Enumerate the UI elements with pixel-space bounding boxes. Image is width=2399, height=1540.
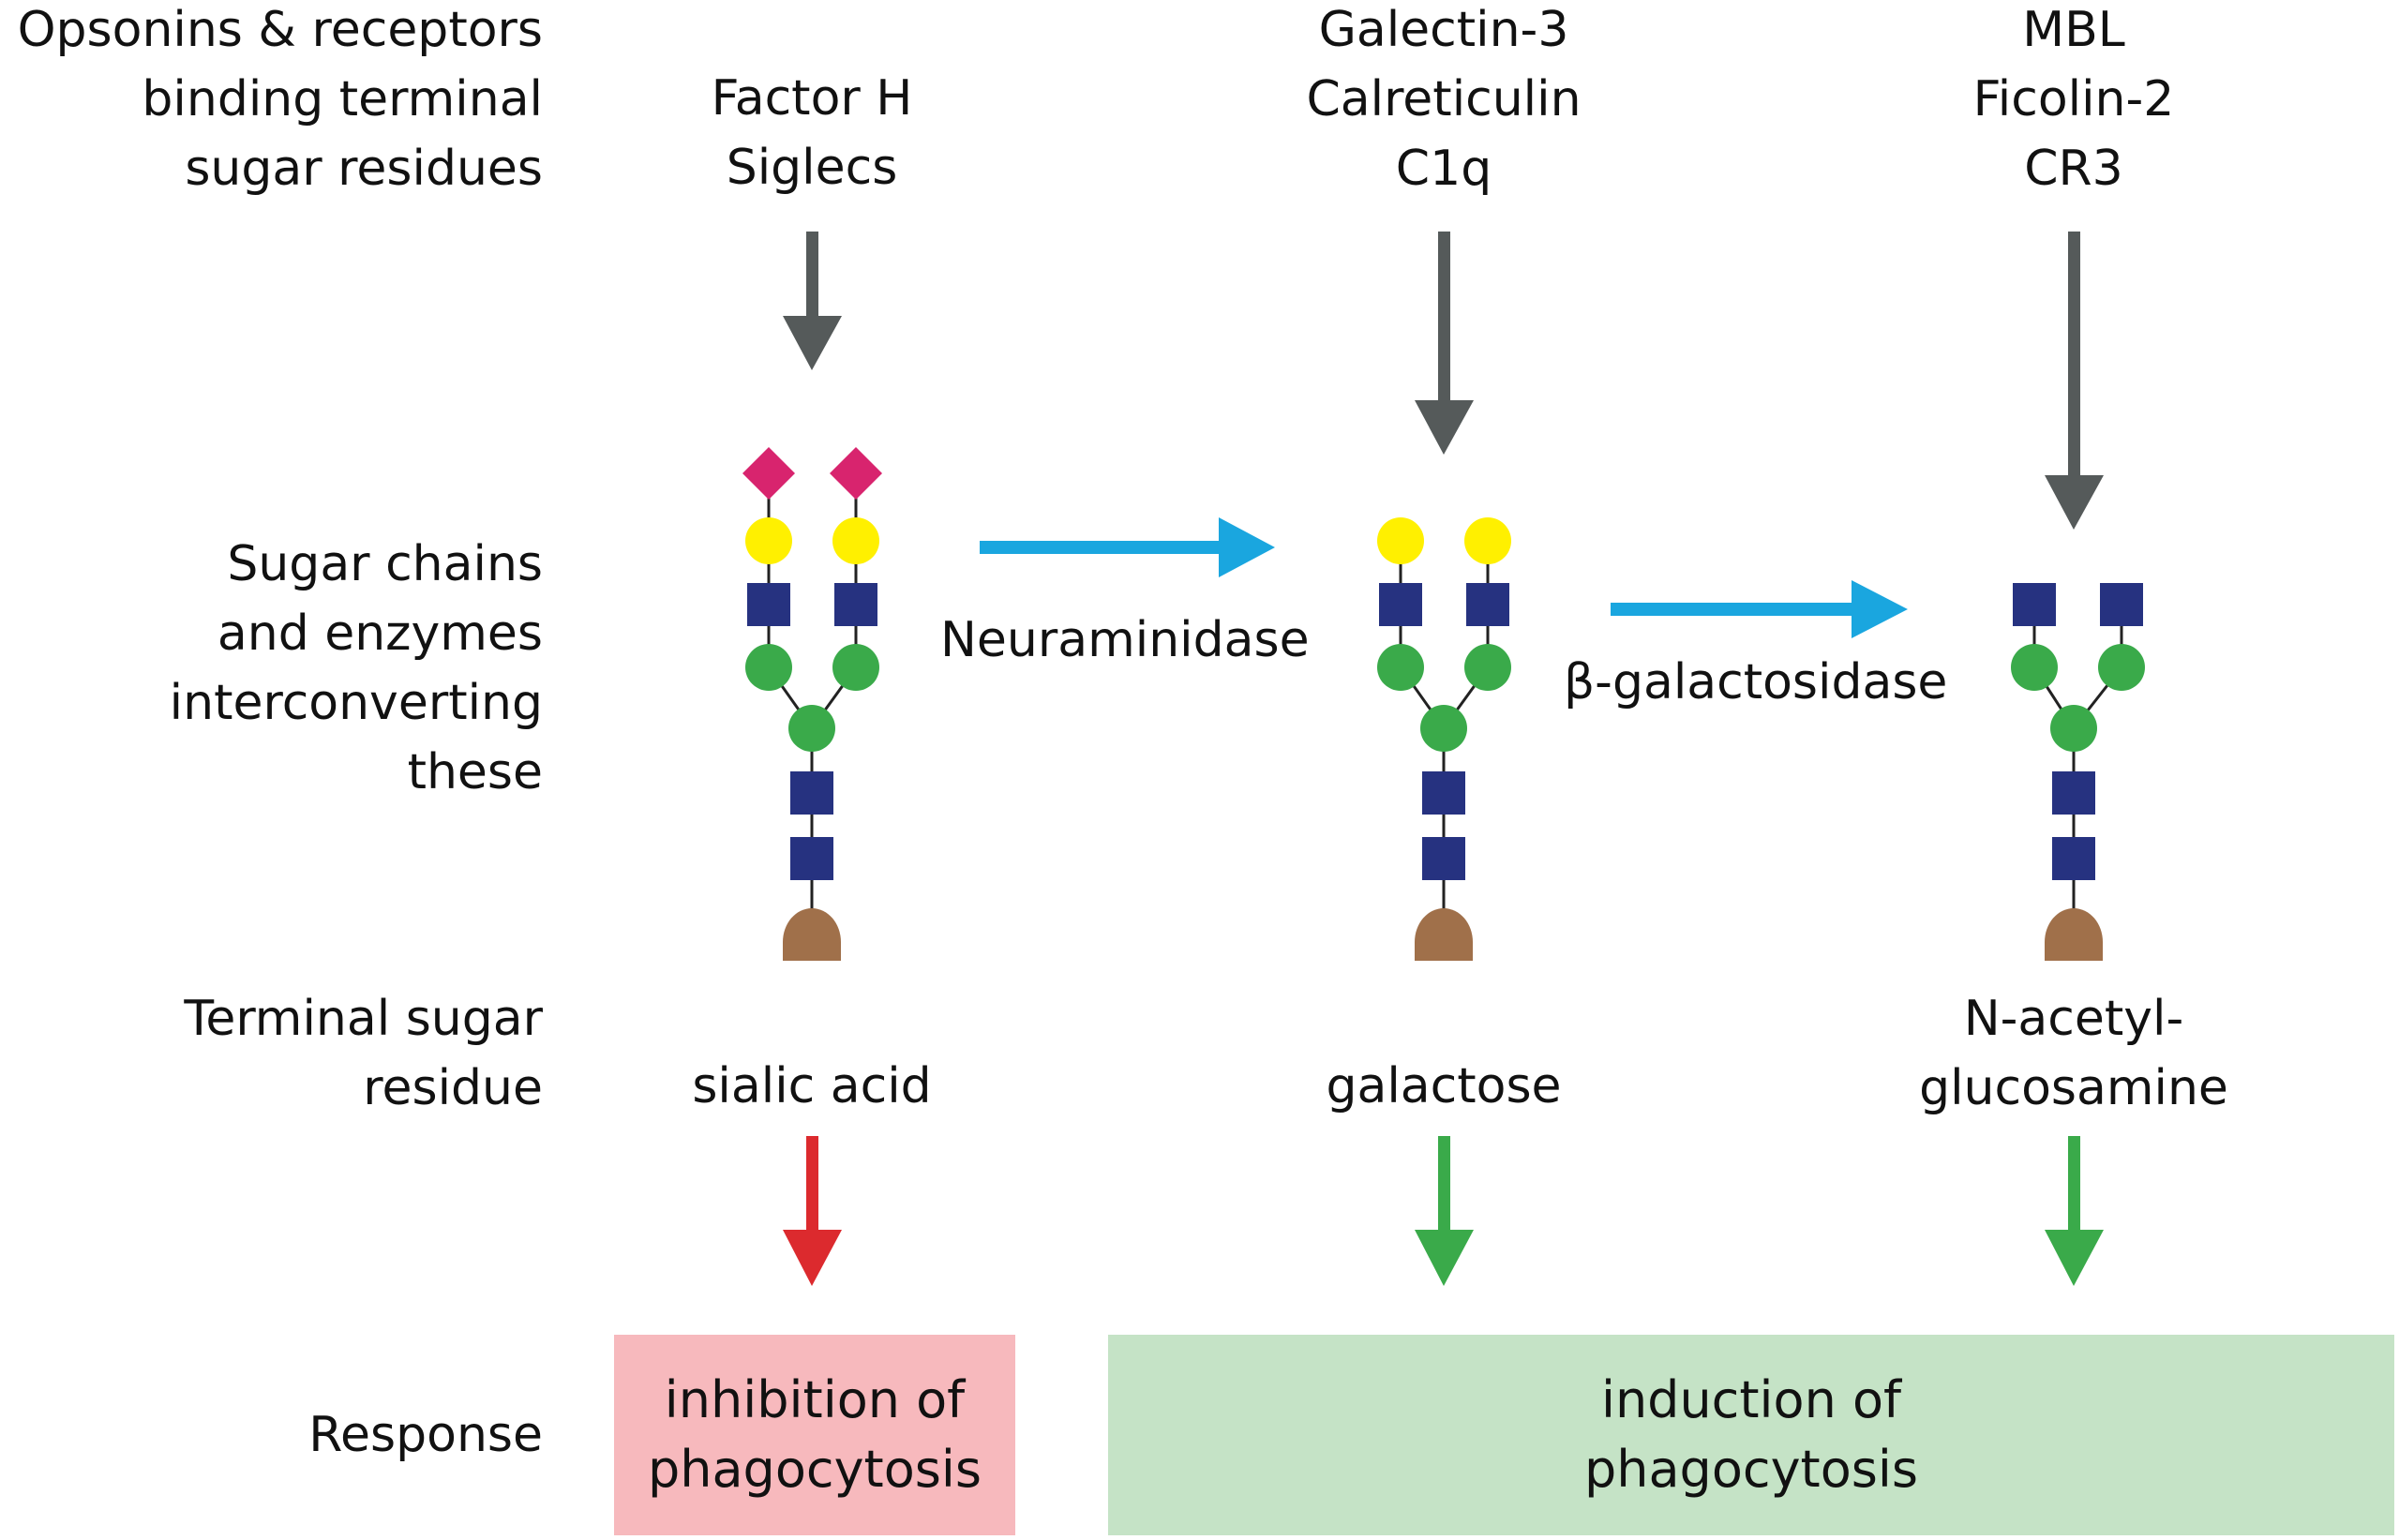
enzyme-arrow-beta-galactosidase: [1611, 580, 1908, 638]
galactose-icon: [1377, 517, 1424, 564]
glcnac-icon: [834, 583, 877, 626]
galactose-icon: [745, 517, 792, 564]
row-label-terminal-residue: Terminal sugar residue: [184, 991, 543, 1116]
glcnac-icon: [1422, 837, 1465, 880]
enzyme-arrow-neuraminidase: [980, 517, 1275, 577]
residue-galactose: galactose: [1326, 1058, 1562, 1114]
mannose-icon: [745, 644, 792, 691]
residue-sialic-acid: sialic acid: [692, 1058, 932, 1114]
mannose-icon: [832, 644, 879, 691]
glcnac-icon: [1422, 771, 1465, 815]
response-arrow-galactose: [1415, 1136, 1474, 1286]
glcnac-icon: [2013, 583, 2056, 626]
mannose-icon: [1464, 644, 1511, 691]
glycan-glcnac: [2011, 583, 2145, 961]
receptors-sialic: Factor H Siglecs: [711, 70, 913, 196]
mannose-icon: [2011, 644, 2058, 691]
glcnac-icon: [2100, 583, 2143, 626]
receptor-arrow-galactose: [1415, 232, 1474, 455]
response-label-induction: induction of phagocytosis: [1583, 1370, 1919, 1499]
enzyme-neuraminidase: Neuraminidase: [940, 612, 1310, 668]
response-arrow-glcnac: [2045, 1136, 2104, 1286]
glcnac-icon: [790, 771, 833, 815]
receptor-arrow-sialic: [783, 232, 842, 370]
response-box-inhibition: inhibition of phagocytosis: [614, 1335, 1015, 1535]
glcnac-icon: [2052, 837, 2095, 880]
receptor-arrow-glcnac: [2045, 232, 2104, 530]
response-arrow-sialic: [783, 1136, 842, 1286]
row-label-opsonins: Opsonins & receptors binding terminal su…: [17, 2, 543, 197]
glycan-sialylated: [742, 447, 882, 961]
row-label-response: Response: [308, 1407, 543, 1463]
glcnac-icon: [747, 583, 790, 626]
galactose-icon: [832, 517, 879, 564]
protein-icon: [1415, 908, 1473, 961]
glcnac-icon: [1379, 583, 1422, 626]
galactose-icon: [1464, 517, 1511, 564]
mannose-icon: [2098, 644, 2145, 691]
receptors-galactose: Galectin-3 Calreticulin C1q: [1306, 2, 1582, 197]
glycan-galactose: [1377, 517, 1511, 961]
protein-icon: [783, 908, 841, 961]
response-box-induction: induction of phagocytosis: [1108, 1335, 2394, 1535]
receptors-glcnac: MBL Ficolin-2 CR3: [1972, 2, 2175, 197]
row-label-sugar-chains: Sugar chains and enzymes interconverting…: [169, 536, 543, 800]
glcnac-icon: [790, 837, 833, 880]
mannose-icon: [1377, 644, 1424, 691]
mannose-icon: [1420, 705, 1467, 752]
protein-icon: [2045, 908, 2103, 961]
glcnac-icon: [2052, 771, 2095, 815]
enzyme-beta-galactosidase: β-galactosidase: [1564, 654, 1948, 710]
residue-glcnac: N-acetyl- glucosamine: [1919, 991, 2228, 1116]
glcnac-icon: [1466, 583, 1509, 626]
response-label-inhibition: inhibition of phagocytosis: [647, 1370, 982, 1499]
sialic-acid-icon: [742, 447, 795, 500]
mannose-icon: [2050, 705, 2097, 752]
mannose-icon: [788, 705, 835, 752]
sialic-acid-icon: [830, 447, 882, 500]
